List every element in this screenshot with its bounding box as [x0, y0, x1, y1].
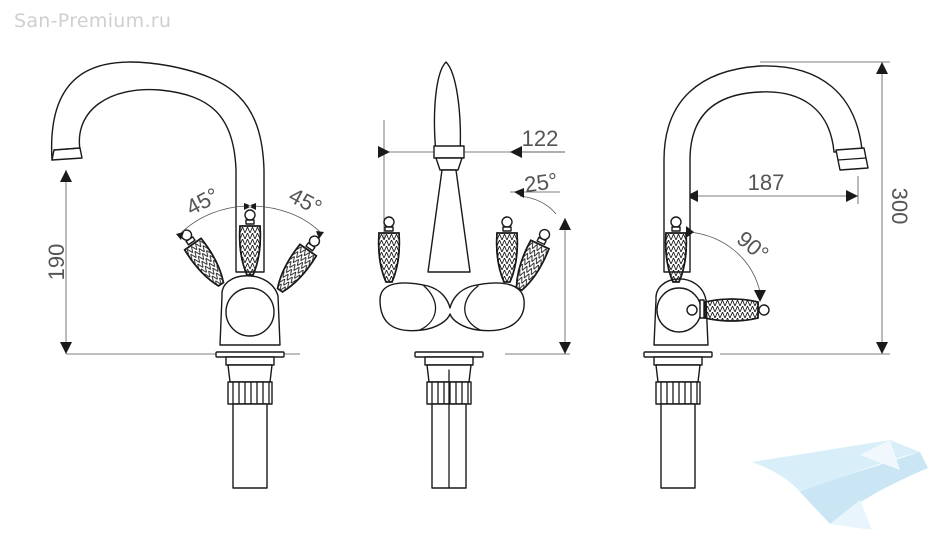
- side-angle-label: 90°: [732, 226, 774, 267]
- front-view: 190 45° 45°: [44, 61, 327, 489]
- middle-view: 122 25°: [377, 61, 571, 489]
- side-reach-label: 187: [748, 170, 785, 195]
- side-height-label: 300: [887, 188, 912, 225]
- watermark-text: San-Premium.ru: [14, 10, 172, 32]
- front-height-label: 190: [44, 244, 69, 281]
- side-view: 300 187 90°: [643, 61, 912, 489]
- front-left-angle-label: 45°: [182, 183, 223, 221]
- front-right-angle-label: 45°: [285, 183, 326, 221]
- brand-logo-watermark: [752, 440, 928, 530]
- middle-angle-label: 25°: [523, 168, 559, 197]
- middle-width-label: 122: [522, 126, 559, 151]
